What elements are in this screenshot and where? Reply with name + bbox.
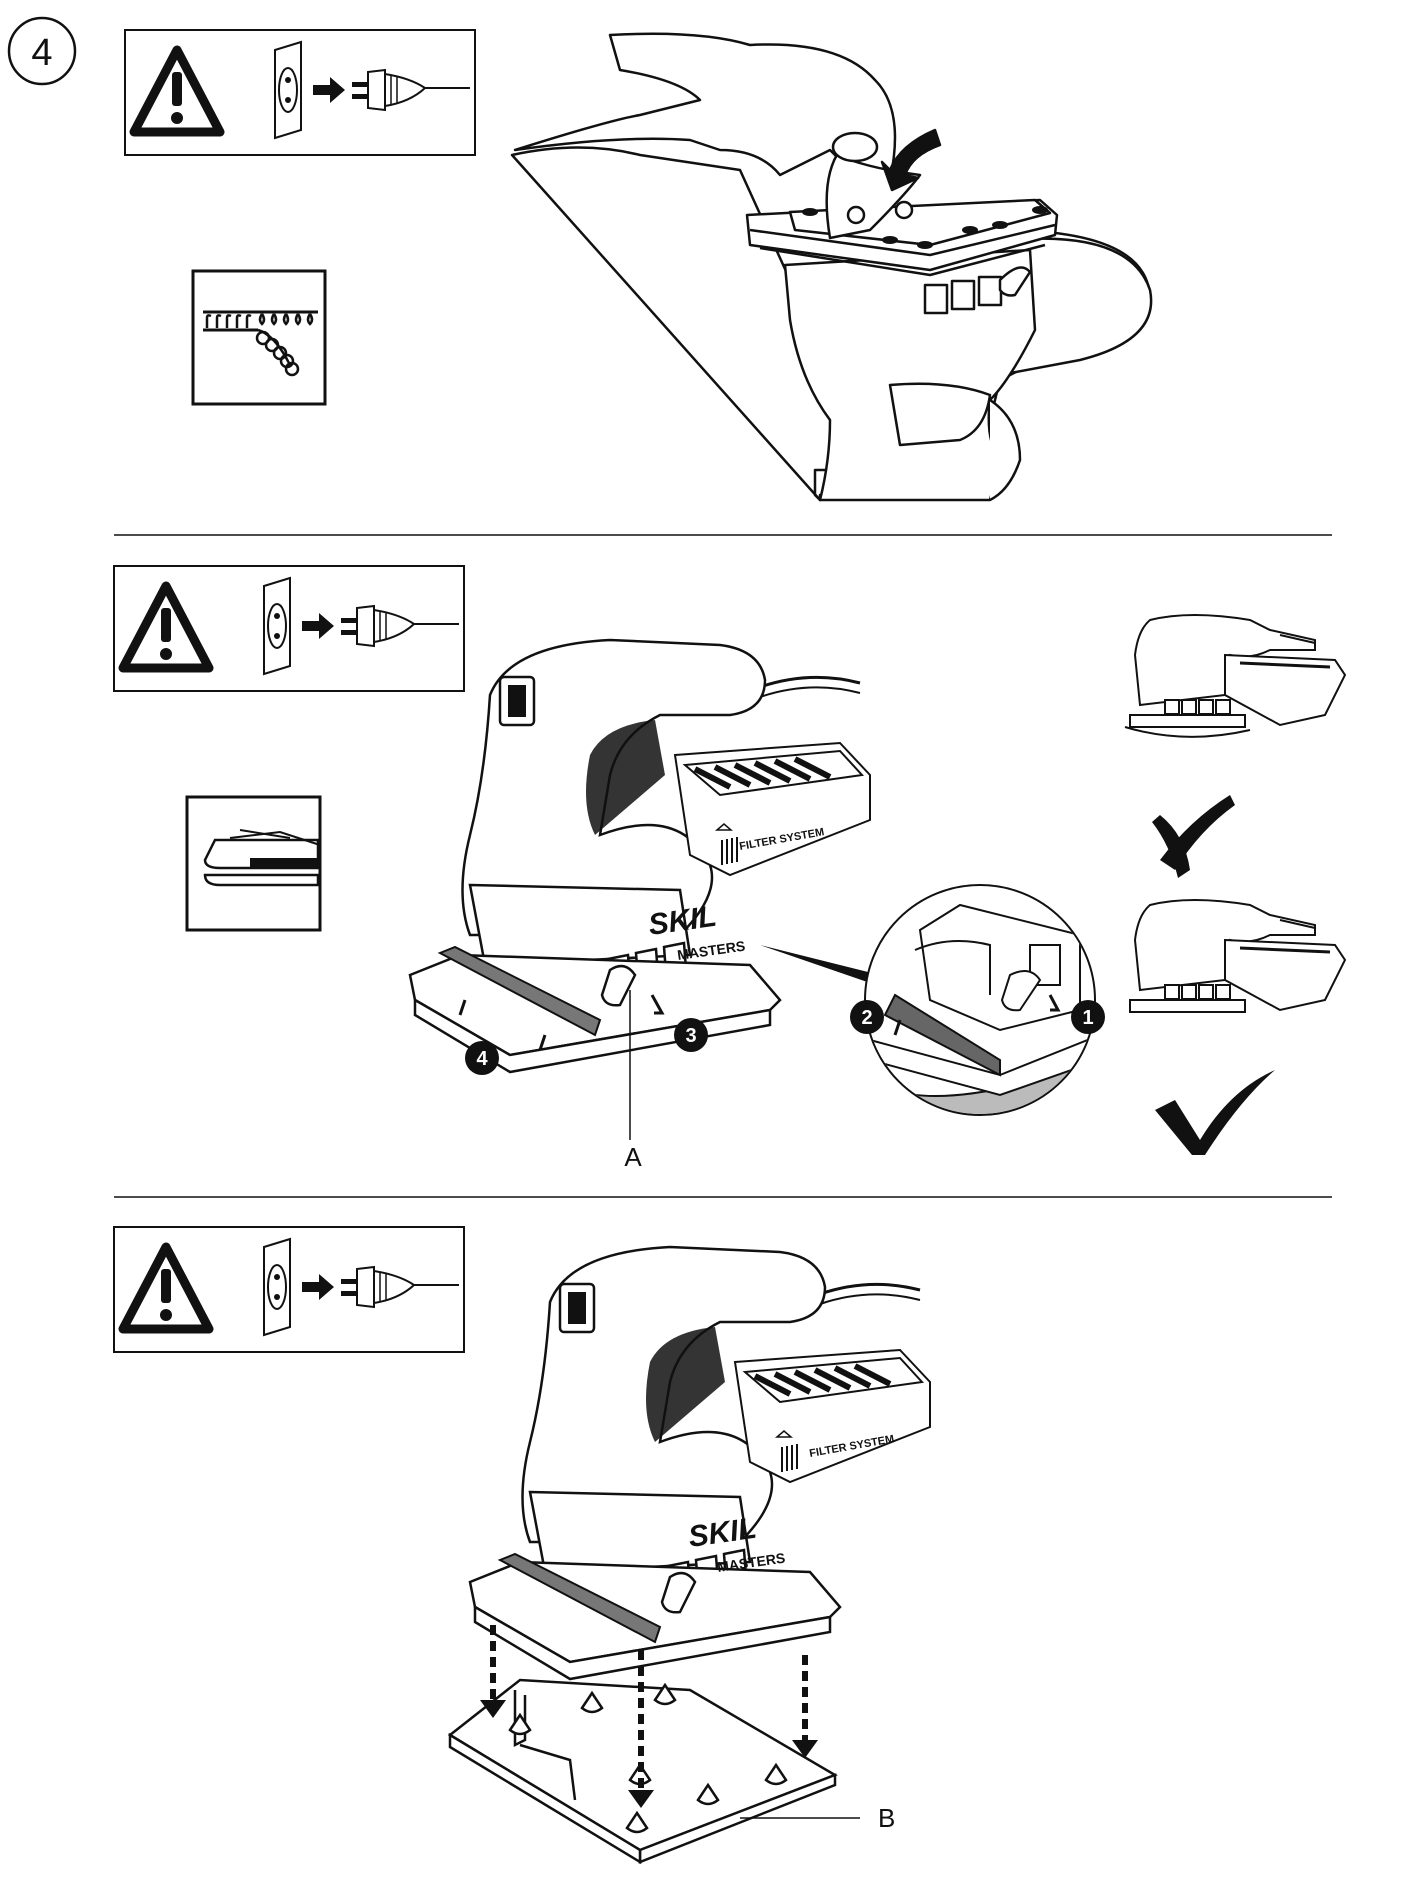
- step-number-badge: 4: [7, 16, 77, 86]
- correct-mounting-illustration: [1128, 898, 1347, 1014]
- svg-text:4: 4: [476, 1048, 488, 1070]
- step-2-badge: 2: [850, 1000, 884, 1034]
- svg-text:2: 2: [861, 1007, 872, 1029]
- punch-plate-illustration: [447, 1678, 860, 1865]
- step-1-badge: 1: [1071, 1000, 1105, 1034]
- step-4-badge: 4: [458, 999, 547, 1075]
- alignment-arrowheads: [480, 1700, 818, 1808]
- alignment-arrows: [490, 1625, 808, 1790]
- wrong-x-icon: [1152, 795, 1235, 878]
- zoom-pointer: [760, 945, 880, 985]
- label-a: A: [624, 1142, 642, 1172]
- warning-unplug-box-3: [114, 1227, 464, 1352]
- warning-unplug-box-2: [114, 566, 464, 691]
- incorrect-mounting-illustration: [1124, 613, 1347, 738]
- warning-unplug-box-1: [125, 30, 475, 155]
- zoom-detail-circle: 1 2: [850, 884, 1105, 1116]
- hook-and-loop-icon: [191, 269, 327, 406]
- sander-with-clamp-illustration: SKIL MASTERS FILTER SYSTEM 3 4: [410, 640, 870, 1140]
- step-number-text: 4: [31, 32, 52, 74]
- label-b: B: [878, 1803, 895, 1833]
- clamp-paper-icon: [185, 795, 322, 932]
- step-3-badge: 3: [650, 994, 708, 1052]
- correct-check-icon: [1155, 1070, 1275, 1155]
- svg-text:1: 1: [1082, 1007, 1093, 1029]
- hand-attaching-sanding-sheet-illustration: [510, 32, 1153, 502]
- svg-text:3: 3: [685, 1025, 696, 1047]
- sander-with-punch-plate-illustration: SKIL MASTERS FILTER SYSTEM: [470, 1247, 930, 1679]
